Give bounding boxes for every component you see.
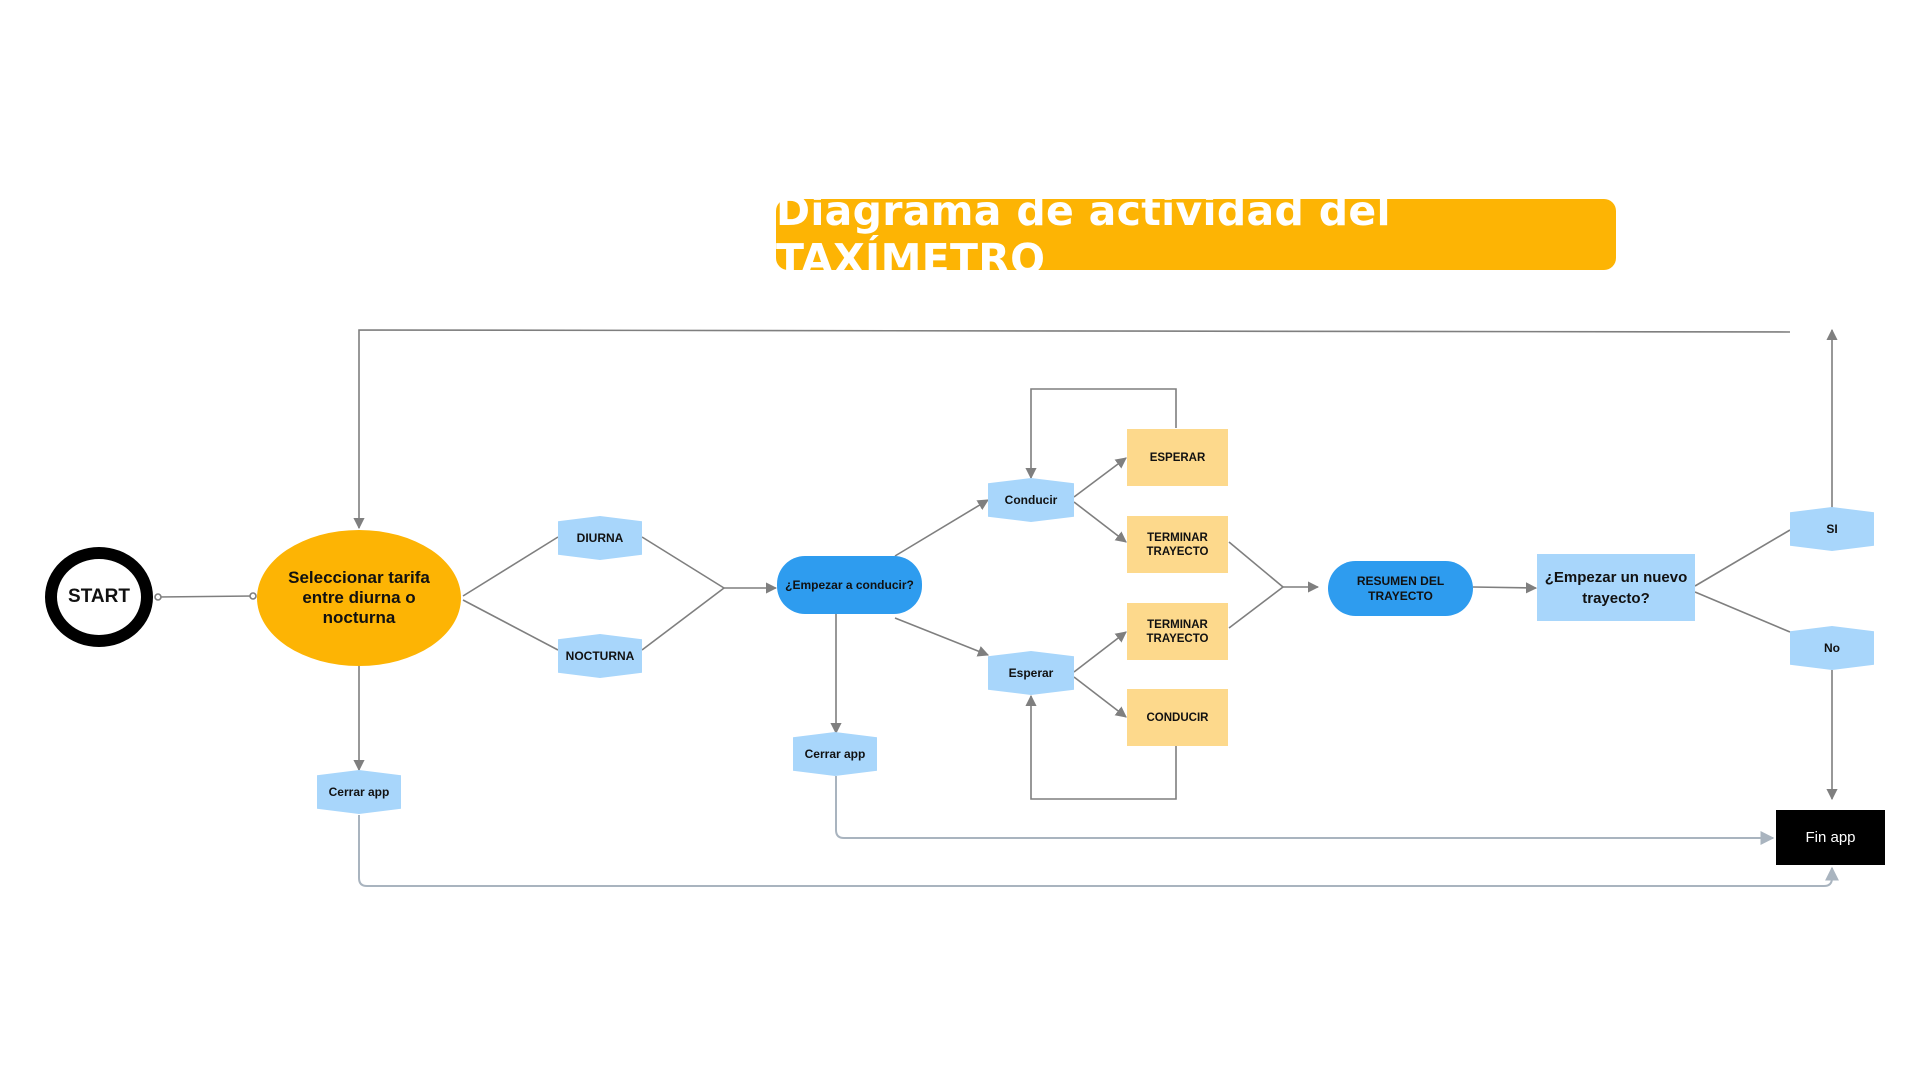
terminar-trayecto-node-1: TERMINAR TRAYECTO xyxy=(1127,516,1228,573)
esperar-action-node: ESPERAR xyxy=(1127,429,1228,486)
empezar-conducir-node: ¿Empezar a conducir? xyxy=(777,556,922,614)
diurna-node: DIURNA xyxy=(558,516,642,560)
connector-empezar-esperar xyxy=(894,617,990,657)
connector-select-nocturna xyxy=(462,599,559,651)
select-tariff-node: Seleccionar tarifa entre diurna o noctur… xyxy=(257,530,461,666)
connector-cerrar2-fin xyxy=(835,776,1775,845)
fin-app-node: Fin app xyxy=(1776,810,1885,865)
connector-start-select xyxy=(157,595,254,598)
connector-resumen-nuevo xyxy=(1472,582,1538,594)
nuevo-trayecto-node: ¿Empezar un nuevo trayecto? xyxy=(1537,554,1695,621)
esperar-node: Esperar xyxy=(988,651,1074,695)
terminar-trayecto-node-2: TERMINAR TRAYECTO xyxy=(1127,603,1228,660)
loop-esperar-conducir xyxy=(1025,388,1177,480)
conducir-action-node: CONDUCIR xyxy=(1127,689,1228,746)
connector-empezar-conducir xyxy=(894,499,989,557)
start-node: START xyxy=(45,547,153,647)
connector-cerrar1-fin xyxy=(358,815,1839,887)
nocturna-node: NOCTURNA xyxy=(558,634,642,678)
cerrar-app-node-2: Cerrar app xyxy=(793,732,877,776)
cerrar-app-node-1: Cerrar app xyxy=(317,770,401,814)
connector-select-diurna xyxy=(462,536,559,597)
resumen-node: RESUMEN DEL TRAYECTO xyxy=(1328,561,1473,616)
si-node: SI xyxy=(1790,507,1874,551)
diagram-title: Diagrama de actividad del TAXÍMETRO xyxy=(776,187,1616,283)
no-node: No xyxy=(1790,626,1874,670)
loop-conducir-esperar xyxy=(1025,694,1177,800)
conducir-node: Conducir xyxy=(988,478,1074,522)
